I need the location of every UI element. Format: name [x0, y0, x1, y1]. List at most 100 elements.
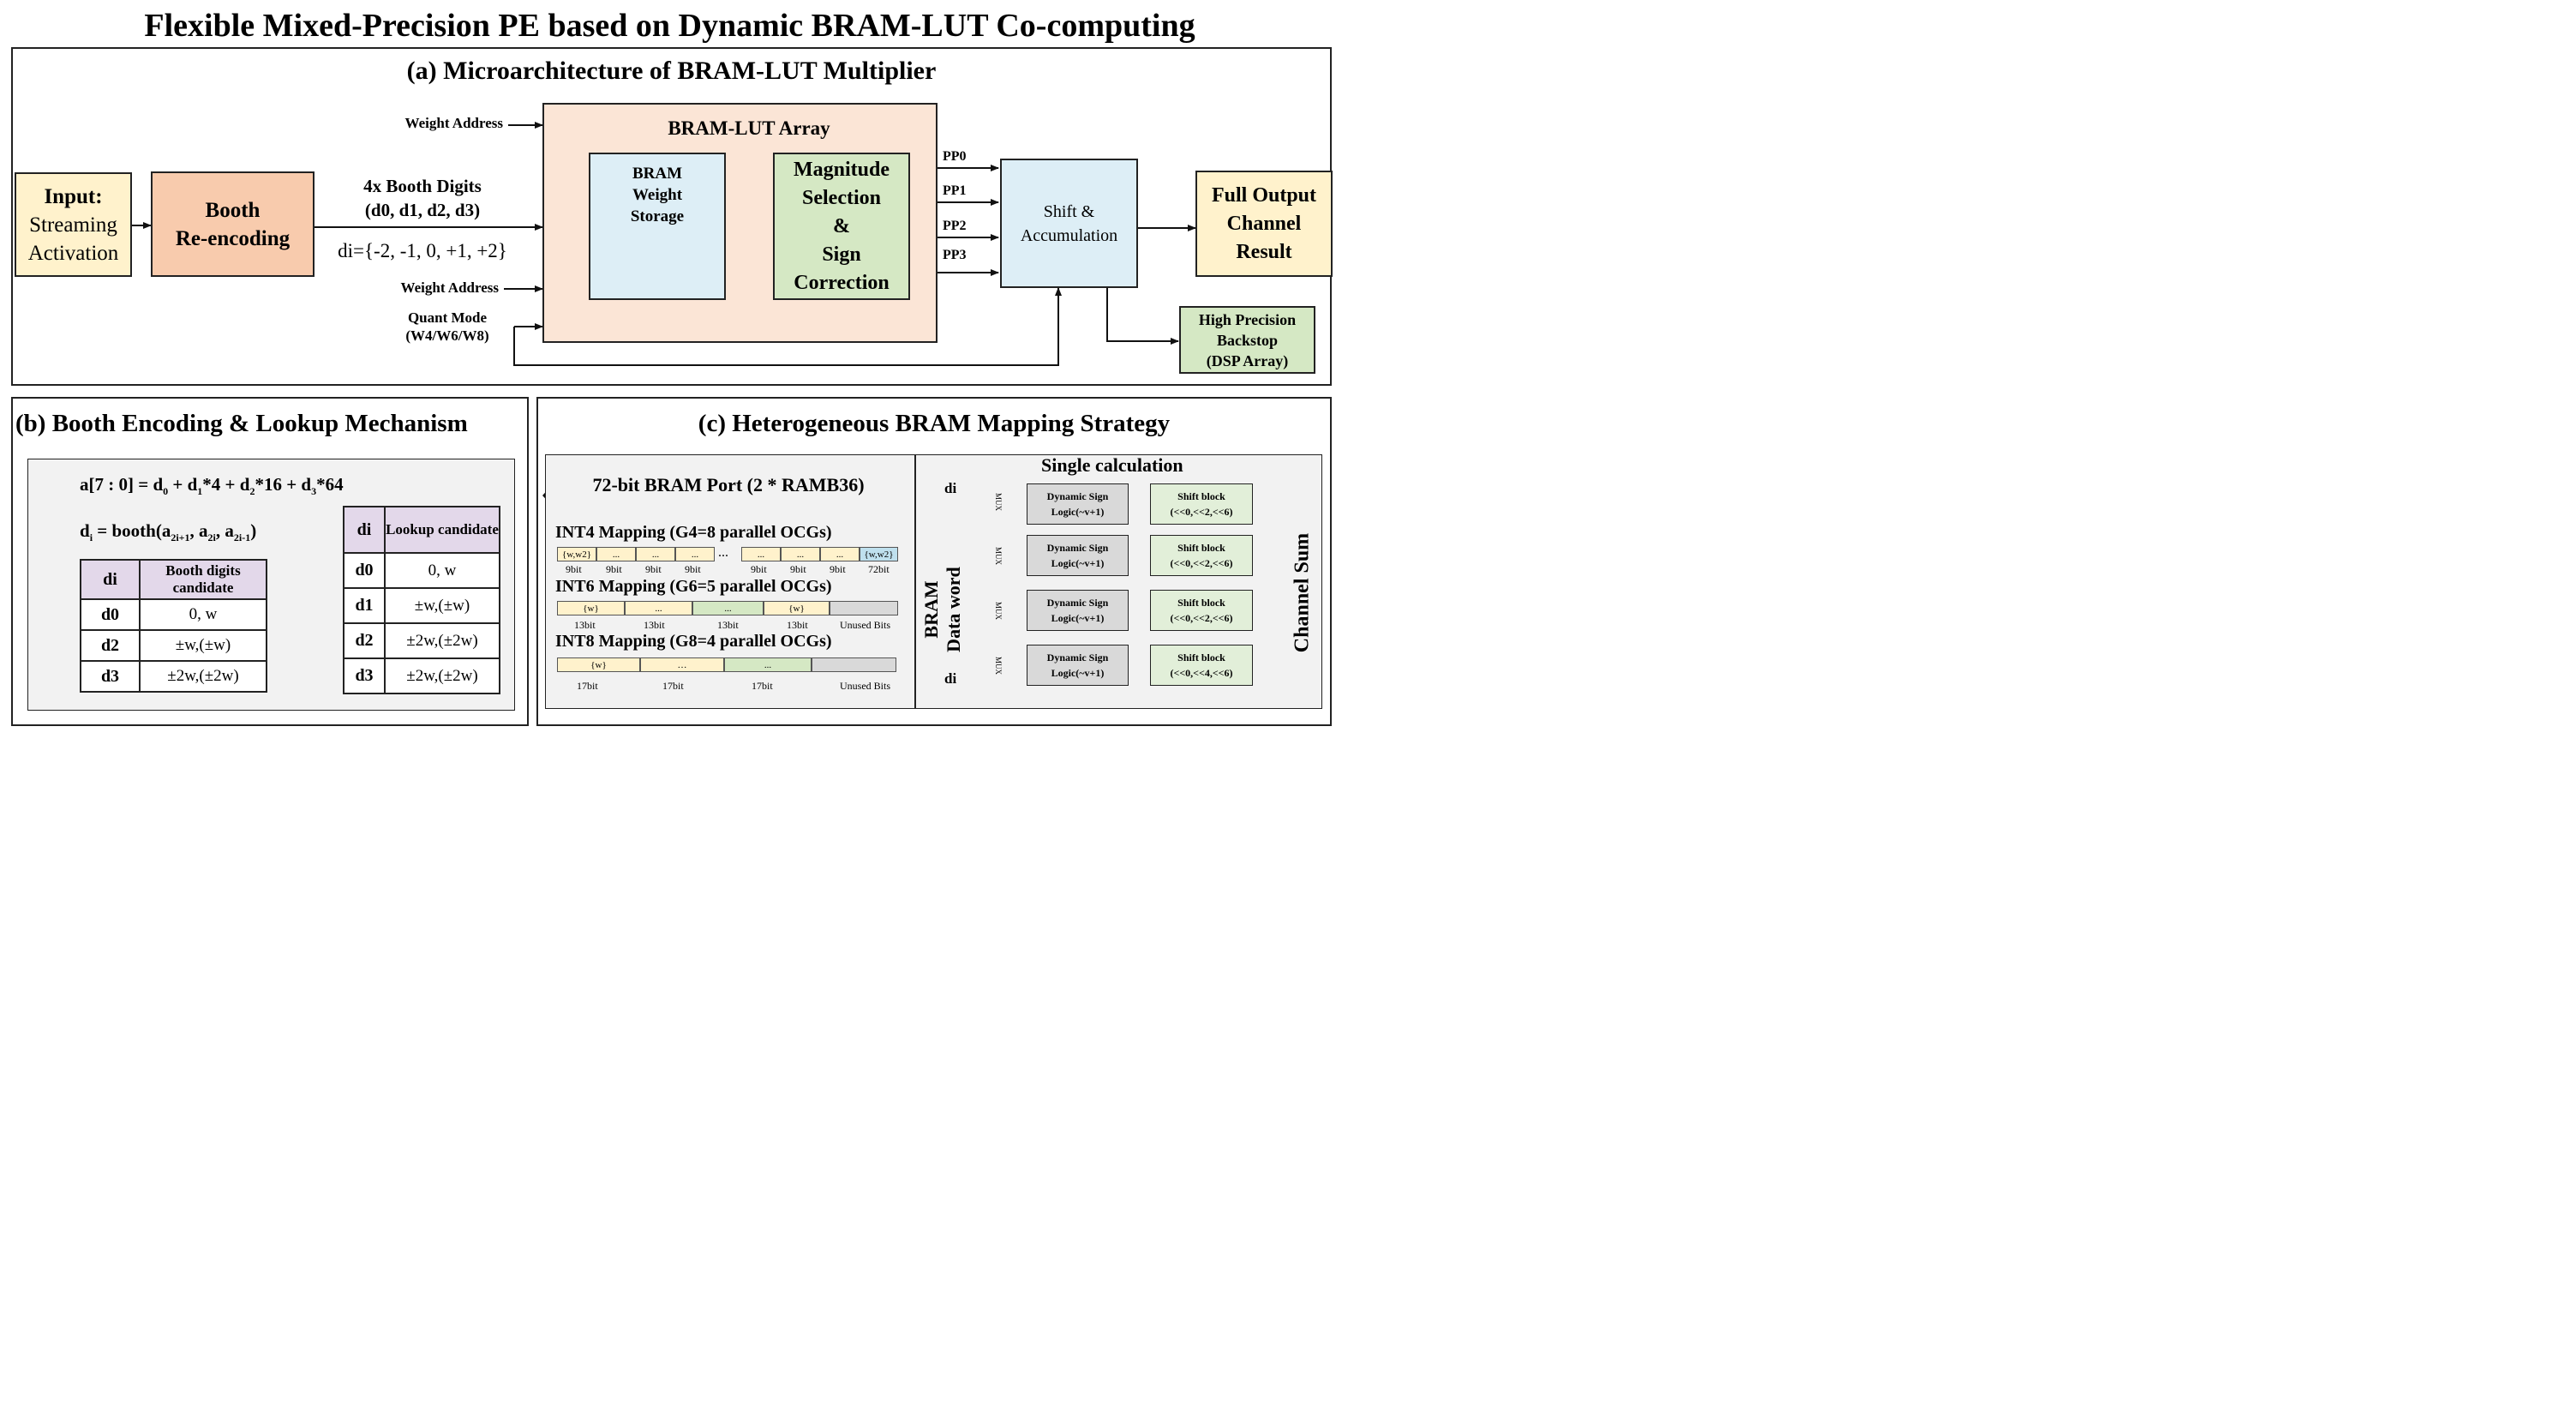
int4-bit-label: 9bit [645, 563, 662, 575]
bram-dw-line2: Data word [943, 567, 964, 652]
int6-cell: {w} [764, 601, 830, 615]
int6-cell: ... [625, 601, 692, 615]
bram-line3: Storage [630, 207, 685, 225]
bram-dw-line1: BRAM [920, 580, 942, 639]
int4-cell: ... [741, 547, 781, 561]
mux-label: MUX [994, 657, 1003, 675]
bram-line1: BRAM [632, 165, 683, 183]
t2-header-di: di [343, 506, 386, 554]
backstop-line3: (DSP Array) [1206, 351, 1289, 369]
mux-label: MUX [994, 602, 1003, 621]
t2-row-d: d2 [343, 622, 386, 659]
booth-line1: Booth [205, 198, 261, 222]
full-output-box: Full Output Channel Result [1195, 171, 1333, 277]
panel-b-title: (b) Booth Encoding & Lookup Mechanism [15, 410, 468, 437]
bram-weight-storage [589, 153, 726, 300]
int4-gap-dots: ... [718, 545, 728, 560]
booth-reencoding-box: Booth Re-encoding [151, 171, 315, 277]
digits-line2: (d0, d1, d2, d3) [364, 200, 481, 220]
shift-block-box: Shift block(<<0,<<4,<<6) [1150, 645, 1253, 686]
shift-line2: Accumulation [1020, 225, 1118, 245]
shift-line1: Shift & [1043, 201, 1095, 221]
t1-row-d: d3 [80, 660, 141, 693]
mux-label: MUX [994, 547, 1003, 566]
mag-line3: & [833, 214, 850, 237]
t1-header-candidate: Booth digits candidate [139, 559, 267, 600]
int4-title: INT4 Mapping (G4=8 parallel OCGs) [555, 523, 832, 542]
bram-port-label: 72-bit BRAM Port (2 * RAMB36) [592, 474, 865, 495]
input-line2: Activation [27, 241, 119, 265]
input-box: Input: Streaming Activation [15, 172, 132, 277]
int4-cell: {w,w2} [557, 547, 596, 561]
int8-cell: … [640, 657, 724, 672]
equation-1: a[7 : 0] = d0 + d1*4 + d2*16 + d3*64 [80, 474, 344, 498]
mag-line5: Correction [794, 271, 890, 294]
shift-block-box: Shift block(<<0,<<2,<<6) [1150, 483, 1253, 525]
int8-bit-label: 17bit [662, 680, 684, 692]
t2-header-candidate: Lookup candidate [384, 506, 500, 554]
mux-label: MUX [994, 493, 1003, 512]
t2-row-d: d3 [343, 657, 386, 694]
t2-row-d: d1 [343, 587, 386, 624]
weight-address-bottom: Weight Address [400, 279, 499, 296]
t1-row-val: ±2w,(±2w) [139, 660, 267, 693]
int8-title: INT8 Mapping (G8=4 parallel OCGs) [555, 632, 832, 651]
shift-block-box: Shift block(<<0,<<2,<<6) [1150, 590, 1253, 631]
int4-cell: ... [781, 547, 820, 561]
int4-bit-label: 9bit [566, 563, 582, 575]
int8-bit-label: Unused Bits [840, 680, 891, 692]
t1-row-d: d2 [80, 629, 141, 662]
int6-bit-label: Unused Bits [840, 619, 891, 631]
int4-bit-label: 72bit [868, 563, 890, 575]
int8-cell: {w} [557, 657, 640, 672]
t2-row-val: ±w,(±w) [384, 587, 500, 624]
booth-line2: Re-encoding [175, 226, 291, 250]
pp1-label: PP1 [943, 183, 967, 198]
high-precision-backstop: High Precision Backstop (DSP Array) [1179, 306, 1315, 374]
input-head: Input: [44, 184, 103, 208]
int4-cell-last: {w,w2} [860, 547, 898, 561]
int6-bit-label: 13bit [574, 619, 596, 631]
quant-mode-label: Quant Mode (W4/W6/W8) [396, 309, 499, 345]
array-title: BRAM-LUT Array [668, 117, 830, 139]
int4-bit-label: 9bit [685, 563, 701, 575]
digits-range: di={-2, -1, 0, +1, +2} [338, 240, 507, 261]
quant-line1: Quant Mode [407, 309, 488, 326]
di-top-label: di [944, 480, 957, 496]
int4-cell: ... [820, 547, 860, 561]
int4-cell: ... [675, 547, 715, 561]
shift-accumulation-box: Shift & Accumulation [1000, 159, 1138, 288]
int8-bit-label: 17bit [752, 680, 773, 692]
panel-b [11, 397, 529, 726]
panel-a-title: (a) Microarchitecture of BRAM-LUT Multip… [406, 57, 937, 85]
main-title: Flexible Mixed-Precision PE based on Dyn… [144, 8, 1195, 44]
t1-row-val: 0, w [139, 598, 267, 631]
mag-line2: Selection [802, 186, 881, 209]
int6-title: INT6 Mapping (G6=5 parallel OCGs) [555, 577, 832, 596]
mag-line4: Sign [822, 243, 861, 266]
t1-row-val: ±w,(±w) [139, 629, 267, 662]
backstop-line2: Backstop [1216, 331, 1278, 349]
output-line2: Channel [1226, 212, 1302, 235]
int6-bit-label: 13bit [644, 619, 665, 631]
pp0-label: PP0 [943, 149, 967, 164]
backstop-line1: High Precision [1198, 310, 1297, 328]
int6-bit-label: 13bit [717, 619, 739, 631]
input-line1: Streaming [29, 213, 117, 237]
int4-bit-label: 9bit [751, 563, 767, 575]
single-calculation-label: Single calculation [1041, 454, 1183, 476]
t2-row-val: ±2w,(±2w) [384, 622, 500, 659]
int4-bit-label: 9bit [790, 563, 806, 575]
t2-row-val: ±2w,(±2w) [384, 657, 500, 694]
int8-unused-cell [812, 657, 896, 672]
digits-line1: 4x Booth Digits [363, 176, 482, 196]
bram-label: BRAM Weight Storage [589, 163, 726, 227]
int8-cell: ... [724, 657, 812, 672]
int6-cell: ... [692, 601, 764, 615]
int4-cell: ... [596, 547, 636, 561]
output-line3: Result [1236, 240, 1292, 263]
panel-c [536, 397, 1332, 726]
